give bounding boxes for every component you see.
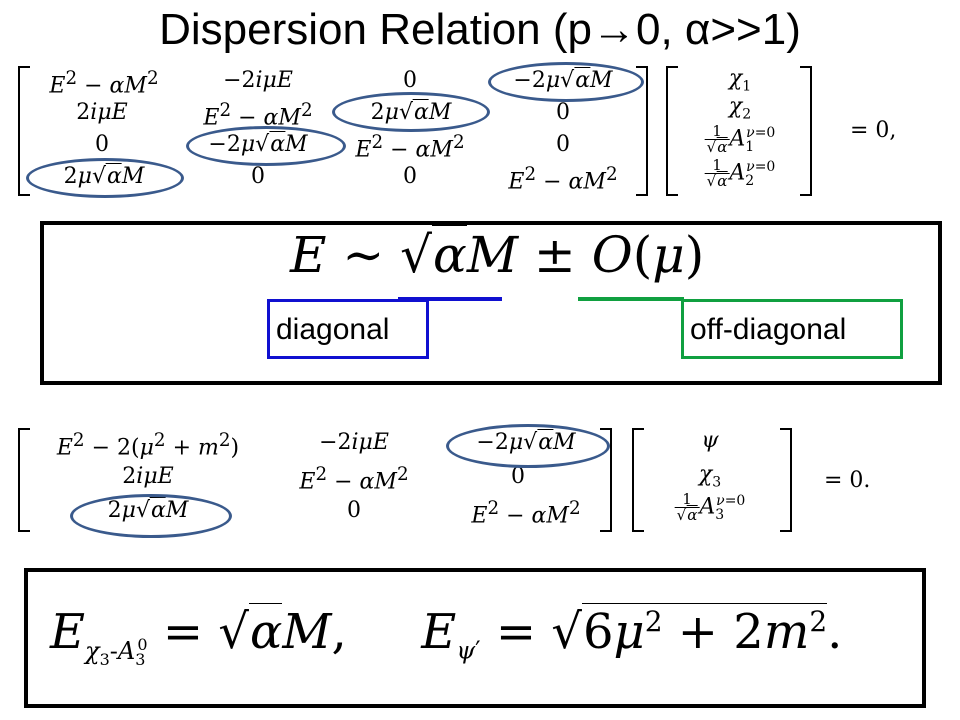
m1-r2c4: 0 bbox=[556, 100, 570, 125]
oval-m1-r4c1 bbox=[26, 158, 184, 198]
diagonal-underline bbox=[398, 297, 502, 301]
matrix2-right-bracket bbox=[600, 428, 612, 532]
dispersion-approx-equation: E ∼ √αM ± O(μ) bbox=[290, 225, 705, 284]
diagonal-label: diagonal bbox=[267, 299, 429, 359]
m1-r1c2: −2iμE bbox=[223, 68, 293, 93]
final-energies-equation: Eχ3-A30 = √αM, Eψ′ = √6μ2 + 2m2. bbox=[50, 603, 843, 669]
off-diagonal-label: off-diagonal bbox=[681, 299, 903, 359]
m1-r3c4: 0 bbox=[556, 132, 570, 157]
oval-m1-r1c4 bbox=[488, 62, 644, 102]
off-diagonal-underline bbox=[578, 297, 684, 301]
eq1-rhs: = 0, bbox=[850, 118, 897, 143]
result-box-1 bbox=[40, 221, 942, 385]
oval-m1-r2c3 bbox=[332, 92, 490, 132]
m2-r3c3: E2 − αM2 bbox=[471, 498, 581, 529]
m1-r4c4: E2 − αM2 bbox=[508, 164, 618, 195]
vector1-left-bracket bbox=[666, 66, 678, 196]
vector1-right-bracket bbox=[800, 66, 812, 196]
v2-psi: ψ bbox=[701, 428, 719, 453]
oval-m2-r3c1 bbox=[70, 494, 232, 538]
v2-chi3: χ3 bbox=[698, 462, 722, 491]
matrix1-left-bracket bbox=[18, 66, 30, 196]
v1-chi1: χ1 bbox=[728, 66, 752, 95]
eq2-rhs: = 0. bbox=[824, 468, 871, 493]
m2-r1c2: −2iμE bbox=[319, 430, 389, 455]
oval-m1-r3c2 bbox=[186, 126, 346, 166]
matrix1-right-bracket bbox=[636, 66, 648, 196]
vector2-right-bracket bbox=[780, 428, 792, 532]
m2-r3c2: 0 bbox=[347, 498, 361, 523]
m1-r4c3: 0 bbox=[403, 164, 417, 189]
vector2-left-bracket bbox=[632, 428, 644, 532]
m2-r2c3: 0 bbox=[511, 464, 525, 489]
oval-m2-r1c3 bbox=[446, 424, 610, 468]
m1-r3c1: 0 bbox=[95, 132, 109, 157]
result-box-2 bbox=[24, 568, 926, 708]
v1-chi2: χ2 bbox=[728, 94, 752, 123]
m1-r2c1: 2iμE bbox=[76, 100, 128, 125]
m1-r4c2: 0 bbox=[251, 164, 265, 189]
m2-r2c1: 2iμE bbox=[122, 464, 174, 489]
m2-r1c1: E2 − 2(μ2 + m2) bbox=[56, 430, 240, 461]
m1-r3c3: E2 − αM2 bbox=[355, 132, 465, 163]
slide-title: Dispersion Relation (p→0, α>>1) bbox=[159, 5, 801, 54]
m2-r2c2: E2 − αM2 bbox=[299, 464, 409, 495]
matrix2-left-bracket bbox=[18, 428, 30, 532]
m1-r1c1: E2 − αM2 bbox=[49, 68, 159, 99]
m1-r1c3: 0 bbox=[403, 68, 417, 93]
